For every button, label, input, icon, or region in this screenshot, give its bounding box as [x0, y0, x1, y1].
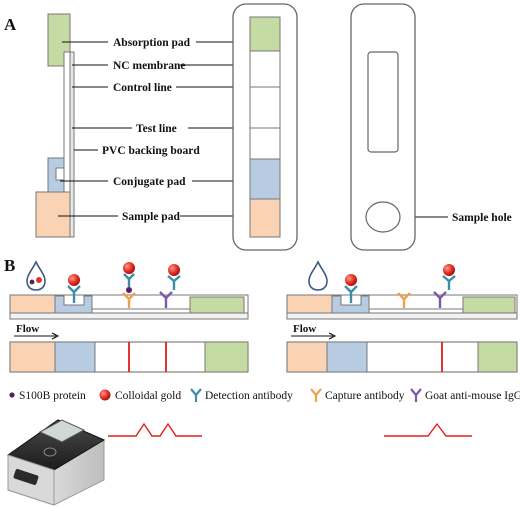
panel-a-label: A — [4, 15, 17, 34]
panel-b-label: B — [4, 256, 15, 275]
legend-detection-label: Detection antibody — [205, 390, 293, 402]
strip-negative-side — [286, 260, 518, 320]
legend-s100b-icon — [9, 392, 15, 398]
colloidal-gold-positive-1 — [68, 274, 80, 286]
strip-negative-top — [286, 341, 518, 373]
sample-hole — [365, 201, 401, 233]
legend-goat-icon — [410, 388, 422, 402]
legend-capture-label: Capture antibody — [325, 390, 405, 402]
side-sample-pad — [35, 191, 71, 238]
sample-drop-negative-icon — [308, 260, 328, 291]
flow-label-right: Flow — [293, 323, 316, 335]
strip-positive-side — [9, 260, 249, 320]
label-sample-pad: Sample pad — [122, 211, 180, 223]
legend: S100B protein Colloidal gold Detection a… — [9, 388, 520, 402]
label-control-line: Control line — [113, 82, 172, 94]
flow-arrow-left: Flow — [14, 323, 60, 340]
detection-antibody-positive-icon — [67, 285, 81, 303]
label-conjugate-pad: Conjugate pad — [113, 176, 186, 188]
cassette-absorption-pad — [249, 16, 281, 52]
strip-side-view — [35, 13, 75, 238]
label-test-line: Test line — [136, 123, 177, 135]
backing-positive — [9, 312, 249, 320]
legend-gold-label: Colloidal gold — [115, 390, 181, 402]
side-conjugate-pad — [47, 157, 65, 193]
strip-positive-top — [9, 341, 249, 373]
side-nc-membrane — [63, 51, 71, 193]
flow-arrow-right: Flow — [291, 323, 337, 340]
result-window — [367, 51, 399, 153]
cassette-sample-pad — [249, 198, 281, 238]
flow-label-left: Flow — [16, 323, 39, 335]
cassette-nc-membrane — [249, 50, 281, 160]
label-sample-hole: Sample hole — [452, 212, 512, 224]
cassette-closed — [350, 3, 416, 251]
sample-drop-positive-icon — [26, 260, 46, 291]
label-nc-membrane: NC membrane — [113, 60, 186, 72]
cassette-open — [232, 3, 298, 251]
reader-screen — [38, 419, 86, 443]
legend-capture-icon — [310, 388, 322, 402]
reader-device-image — [6, 419, 106, 506]
reader-button — [43, 447, 57, 457]
label-pvc-backing: PVC backing board — [102, 145, 200, 157]
label-absorption-pad: Absorption pad — [113, 37, 191, 49]
signal-trace-negative — [384, 422, 472, 437]
cassette-conjugate-pad — [249, 158, 281, 200]
legend-goat-label: Goat anti-mouse IgG — [425, 390, 520, 402]
legend-detection-icon — [190, 388, 202, 402]
legend-s100b-label: S100B protein — [19, 390, 86, 402]
reader-slot — [13, 469, 39, 485]
legend-gold-icon — [99, 389, 111, 401]
side-pvc-backing — [69, 51, 75, 238]
signal-trace-positive — [108, 422, 202, 437]
